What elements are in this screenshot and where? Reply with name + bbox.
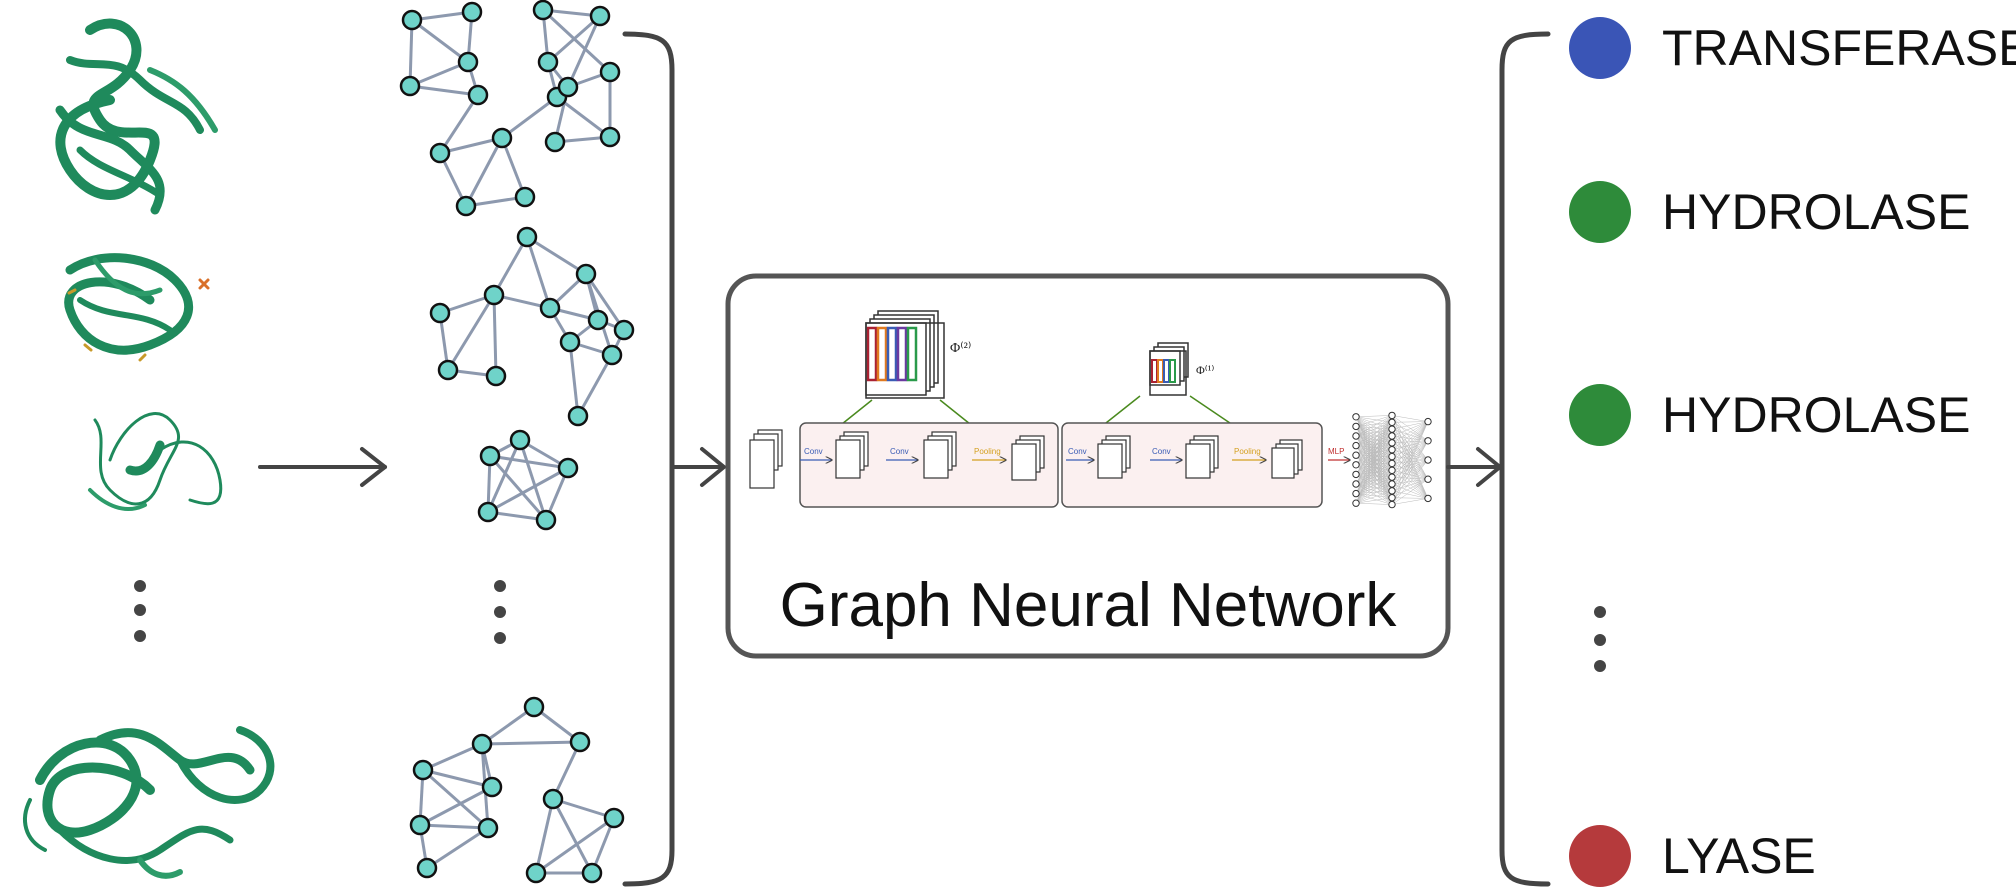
mlp-neuron (1352, 422, 1360, 431)
mlp-neuron (1352, 441, 1360, 450)
class-dot-transferase (1569, 17, 1631, 79)
mlp-neuron (1352, 432, 1360, 440)
protein-ribbon-icon (55, 18, 218, 215)
conv-label-1: Conv (804, 447, 823, 456)
class-dot-hydrolase (1569, 384, 1631, 446)
pooling-label-1: Pooling (974, 447, 1001, 456)
mlp-neuron (1388, 473, 1396, 481)
protein-ribbon-icon (64, 253, 210, 362)
pipeline-feature-maps (749, 429, 1303, 489)
mlp-neuron (1388, 446, 1396, 454)
vertical-ellipsis-icon (134, 580, 146, 642)
graph-network-icon (409, 696, 625, 884)
arrow-right-icon (1446, 447, 1502, 487)
feature-stack-phi2 (865, 310, 945, 399)
mlp-neuron (1424, 417, 1432, 426)
mlp-neuron (1388, 500, 1396, 509)
mlp-neuron (1388, 425, 1396, 433)
protein-ribbon-icon (88, 412, 223, 511)
class-set-brace (1499, 31, 1551, 887)
vertical-ellipsis-icon (1594, 606, 1606, 672)
mlp-network (1352, 411, 1432, 509)
mlp-neuron (1424, 494, 1432, 503)
mlp-neuron (1388, 452, 1396, 461)
pooling-label-2: Pooling (1234, 447, 1261, 456)
arrow-right-icon (670, 447, 726, 487)
mlp-neuron (1424, 456, 1432, 464)
mlp-neuron (1352, 489, 1360, 498)
vertical-ellipsis-icon (494, 580, 506, 644)
mlp-neuron (1388, 439, 1396, 447)
graph-network-icon (399, 0, 621, 217)
mlp-neuron (1388, 466, 1396, 474)
mlp-label: MLP (1328, 447, 1344, 456)
graph-set-brace (622, 31, 675, 887)
mlp-neuron (1352, 451, 1360, 459)
protein-ribbon-icon (23, 726, 275, 879)
graph-network-icon (477, 429, 579, 531)
conv-label-2: Conv (890, 447, 909, 456)
phi2-label: Φ⁽²⁾ (950, 341, 971, 356)
mlp-neuron (1352, 480, 1360, 488)
arrow-right-icon (258, 447, 387, 487)
mlp-neuron (1388, 459, 1396, 468)
class-label: LYASE (1662, 828, 1816, 884)
feature-stack-phi1 (1149, 342, 1189, 396)
mlp-neuron (1352, 470, 1360, 479)
mlp-neuron (1388, 418, 1396, 426)
graph-network-icon (429, 226, 635, 427)
mlp-neuron (1388, 494, 1396, 502)
mlp-neuron (1424, 437, 1432, 445)
mlp-neuron (1352, 461, 1360, 469)
mlp-neuron (1388, 487, 1396, 495)
class-label: HYDROLASE (1662, 184, 1970, 240)
class-dot-lyase (1569, 825, 1631, 887)
conv-label-4: Conv (1152, 447, 1171, 456)
gnn-title: Graph Neural Network (780, 571, 1398, 640)
conv-label-3: Conv (1068, 447, 1087, 456)
class-dot-hydrolase (1569, 181, 1631, 243)
mlp-neuron (1388, 432, 1396, 440)
mlp-neuron (1424, 475, 1432, 483)
class-label: HYDROLASE (1662, 387, 1970, 443)
mlp-neuron (1388, 480, 1396, 488)
mlp-neuron (1352, 499, 1360, 507)
mlp-neuron (1352, 413, 1360, 421)
class-label: TRANSFERASE (1662, 20, 2016, 76)
mlp-neuron (1388, 411, 1396, 420)
phi1-label: Φ⁽¹⁾ (1196, 363, 1214, 377)
